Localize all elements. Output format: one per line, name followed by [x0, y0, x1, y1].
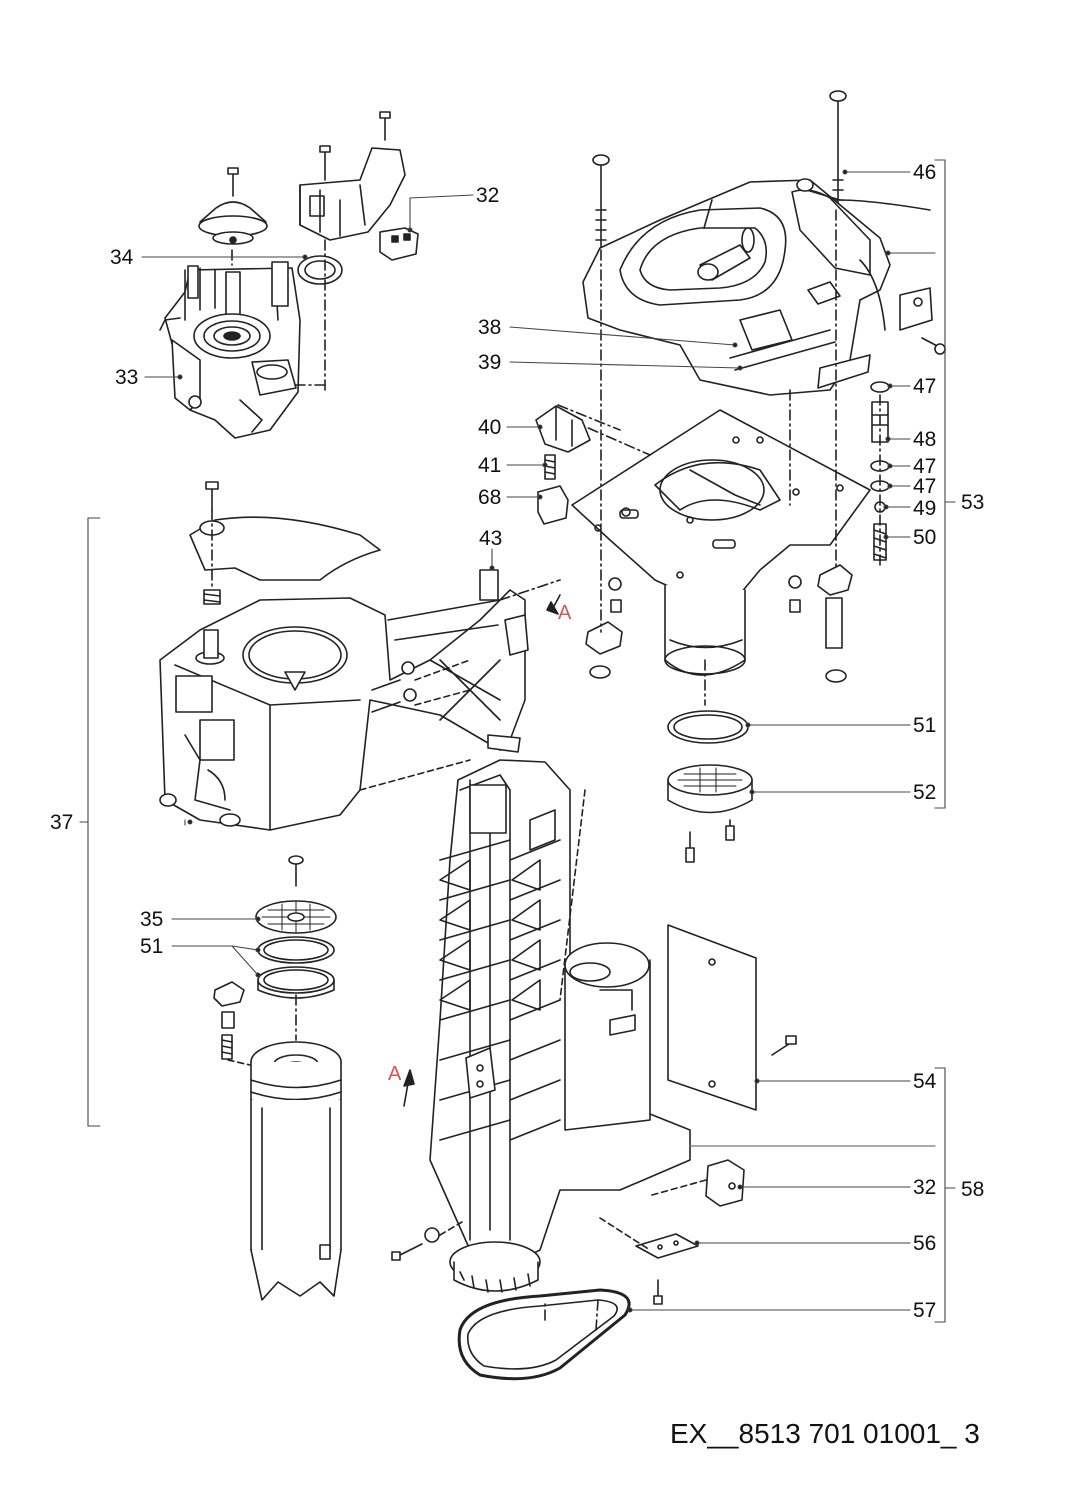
- callout-32-bottom: 32: [913, 1176, 937, 1199]
- callout-39: 39: [478, 351, 502, 374]
- document-reference: EX__8513 701 01001_ 3: [670, 1418, 980, 1449]
- callout-51-right: 51: [913, 714, 937, 737]
- section-arrows: [403, 594, 561, 1107]
- brewer-head-assembly: [159, 111, 419, 439]
- callout-41: 41: [478, 454, 502, 477]
- top-frame-assembly: [557, 90, 946, 863]
- callout-49: 49: [913, 497, 937, 520]
- callout-40: 40: [478, 416, 502, 439]
- callout-56: 56: [913, 1232, 937, 1255]
- callout-51-left: 51: [140, 935, 164, 958]
- callout-54: 54: [913, 1070, 937, 1093]
- callout-53: 53: [961, 491, 985, 514]
- callout-68: 68: [478, 486, 502, 509]
- callout-48: 48: [913, 428, 937, 451]
- callout-50: 50: [913, 526, 937, 549]
- callout-57: 57: [913, 1299, 937, 1322]
- callout-52: 52: [913, 781, 937, 804]
- callout-46: 46: [913, 161, 937, 184]
- callout-58: 58: [961, 1178, 985, 1201]
- callout-37: 37: [50, 811, 74, 834]
- callout-35: 35: [140, 908, 164, 931]
- callout-47-b: 47: [913, 455, 937, 478]
- callout-43: 43: [479, 527, 503, 550]
- callout-47-a: 47: [913, 375, 937, 398]
- brew-unit-housing: [159, 481, 561, 831]
- callout-47-c: 47: [913, 475, 937, 498]
- callout-38: 38: [478, 316, 502, 339]
- bracket-spring-parts: [535, 405, 591, 525]
- callout-32-top: 32: [476, 184, 500, 207]
- callout-34: 34: [110, 246, 134, 269]
- main-frame-assembly: [391, 759, 936, 1381]
- section-marker-a-lower: A: [388, 1063, 402, 1085]
- leader-lines: [141, 169, 936, 1313]
- section-marker-a-upper: A: [558, 602, 572, 624]
- callout-33: 33: [115, 366, 139, 389]
- piston-assembly: [213, 855, 342, 1301]
- group-brackets: [79, 159, 956, 1323]
